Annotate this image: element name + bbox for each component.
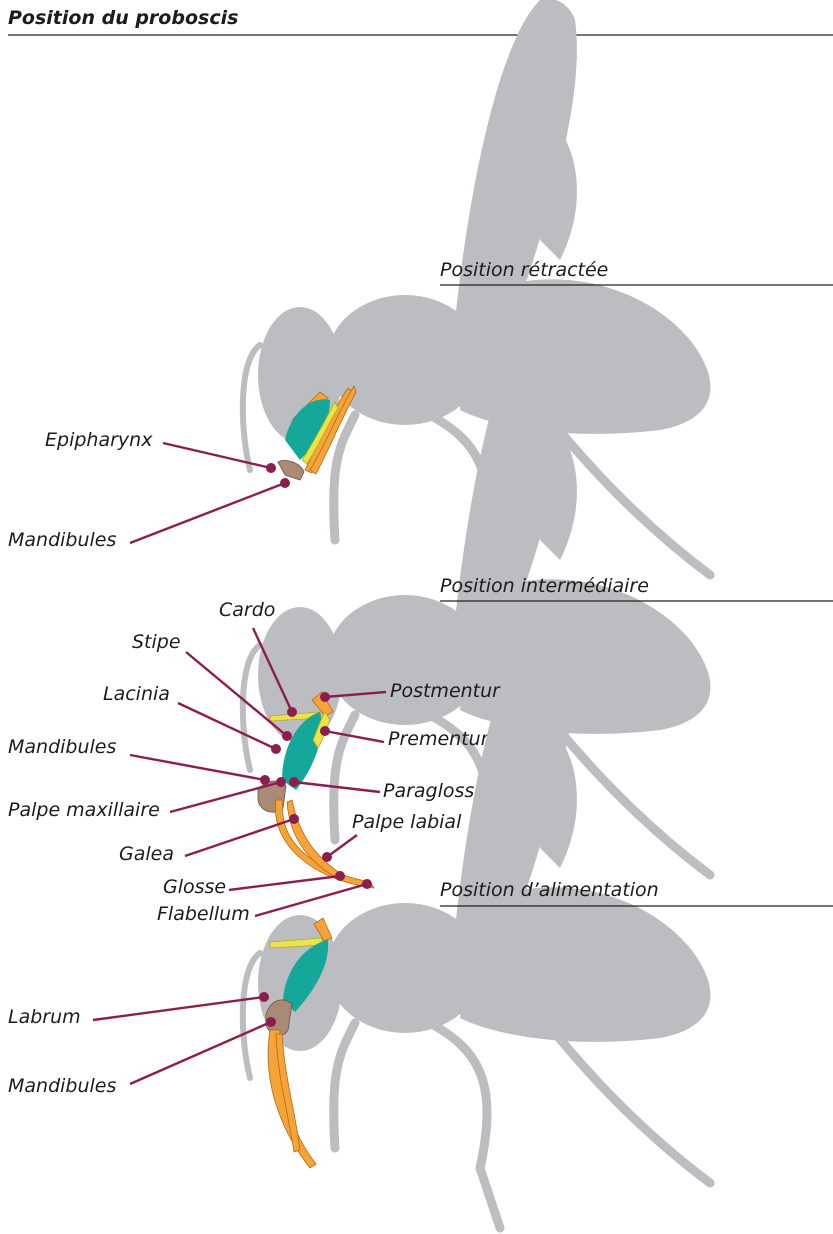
svg-text:Lacinia: Lacinia <box>103 683 170 705</box>
svg-text:Labrum: Labrum <box>8 1006 81 1028</box>
svg-text:Mandibules: Mandibules <box>8 736 116 758</box>
svg-text:Prementum: Prementum <box>388 728 499 750</box>
svg-text:Palpe maxillaire: Palpe maxillaire <box>8 799 160 821</box>
label-labrum: Labrum <box>8 992 269 1028</box>
svg-text:Postmentum: Postmentum <box>390 680 511 702</box>
svg-text:Palpe labial: Palpe labial <box>352 811 462 833</box>
label-palpe-maxillaire: Palpe maxillaire <box>8 777 286 821</box>
label-lacinia: Lacinia <box>103 683 281 754</box>
svg-text:Position d’alimentation: Position d’alimentation <box>440 879 659 901</box>
svg-text:Paraglosse: Paraglosse <box>383 780 486 802</box>
label-mandibules-retracted: Mandibules <box>8 478 290 551</box>
diagram-title: Position du proboscis <box>8 7 238 29</box>
svg-text:Flabellum: Flabellum <box>157 903 250 925</box>
svg-text:Position rétractée: Position rétractée <box>440 259 608 281</box>
svg-text:Stipe: Stipe <box>132 631 181 653</box>
label-galea: Galea <box>119 814 299 865</box>
svg-text:Cardo: Cardo <box>219 599 275 621</box>
svg-text:Mandibules: Mandibules <box>8 529 116 551</box>
svg-text:Position intermédiaire: Position intermédiaire <box>440 575 649 597</box>
svg-text:Mandibules: Mandibules <box>8 1075 116 1097</box>
label-palpe-labial: Palpe labial <box>322 811 462 862</box>
label-paraglosse: Paraglosse <box>289 777 486 802</box>
label-mandibules-intermediate: Mandibules <box>8 736 270 785</box>
svg-text:Epipharynx: Epipharynx <box>45 429 153 451</box>
svg-text:Glosse: Glosse <box>163 876 226 898</box>
svg-text:Galea: Galea <box>119 843 174 865</box>
label-mandibules-feeding: Mandibules <box>8 1017 276 1097</box>
label-glosse: Glosse <box>163 871 345 898</box>
